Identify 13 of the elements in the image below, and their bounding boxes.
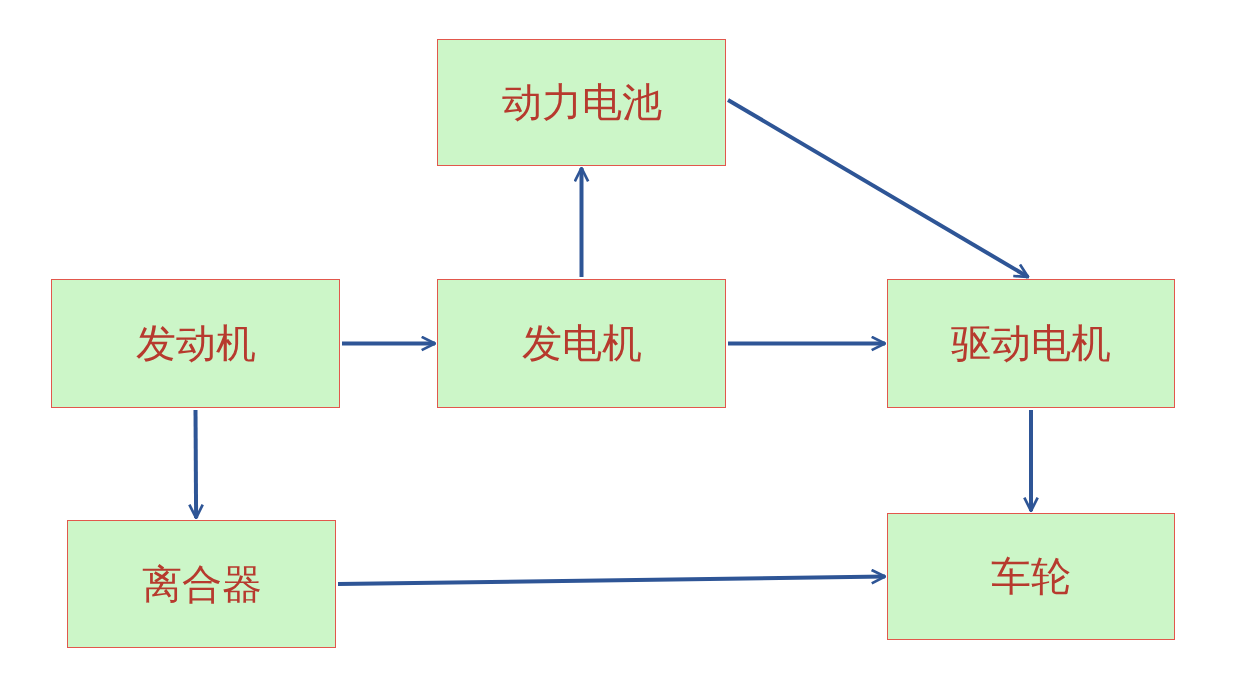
arrow [728,335,887,352]
arrow [727,98,1030,279]
arrow [573,166,590,277]
arrow [1023,410,1039,513]
arrow [342,335,437,352]
process-box: 车轮 [887,513,1175,640]
arrow [337,568,887,586]
process-box: 发电机 [437,279,726,408]
process-box: 发动机 [51,279,340,408]
process-box: 动力电池 [437,39,726,166]
arrow [188,410,205,520]
process-box: 离合器 [67,520,336,648]
process-box: 驱动电机 [887,279,1175,408]
